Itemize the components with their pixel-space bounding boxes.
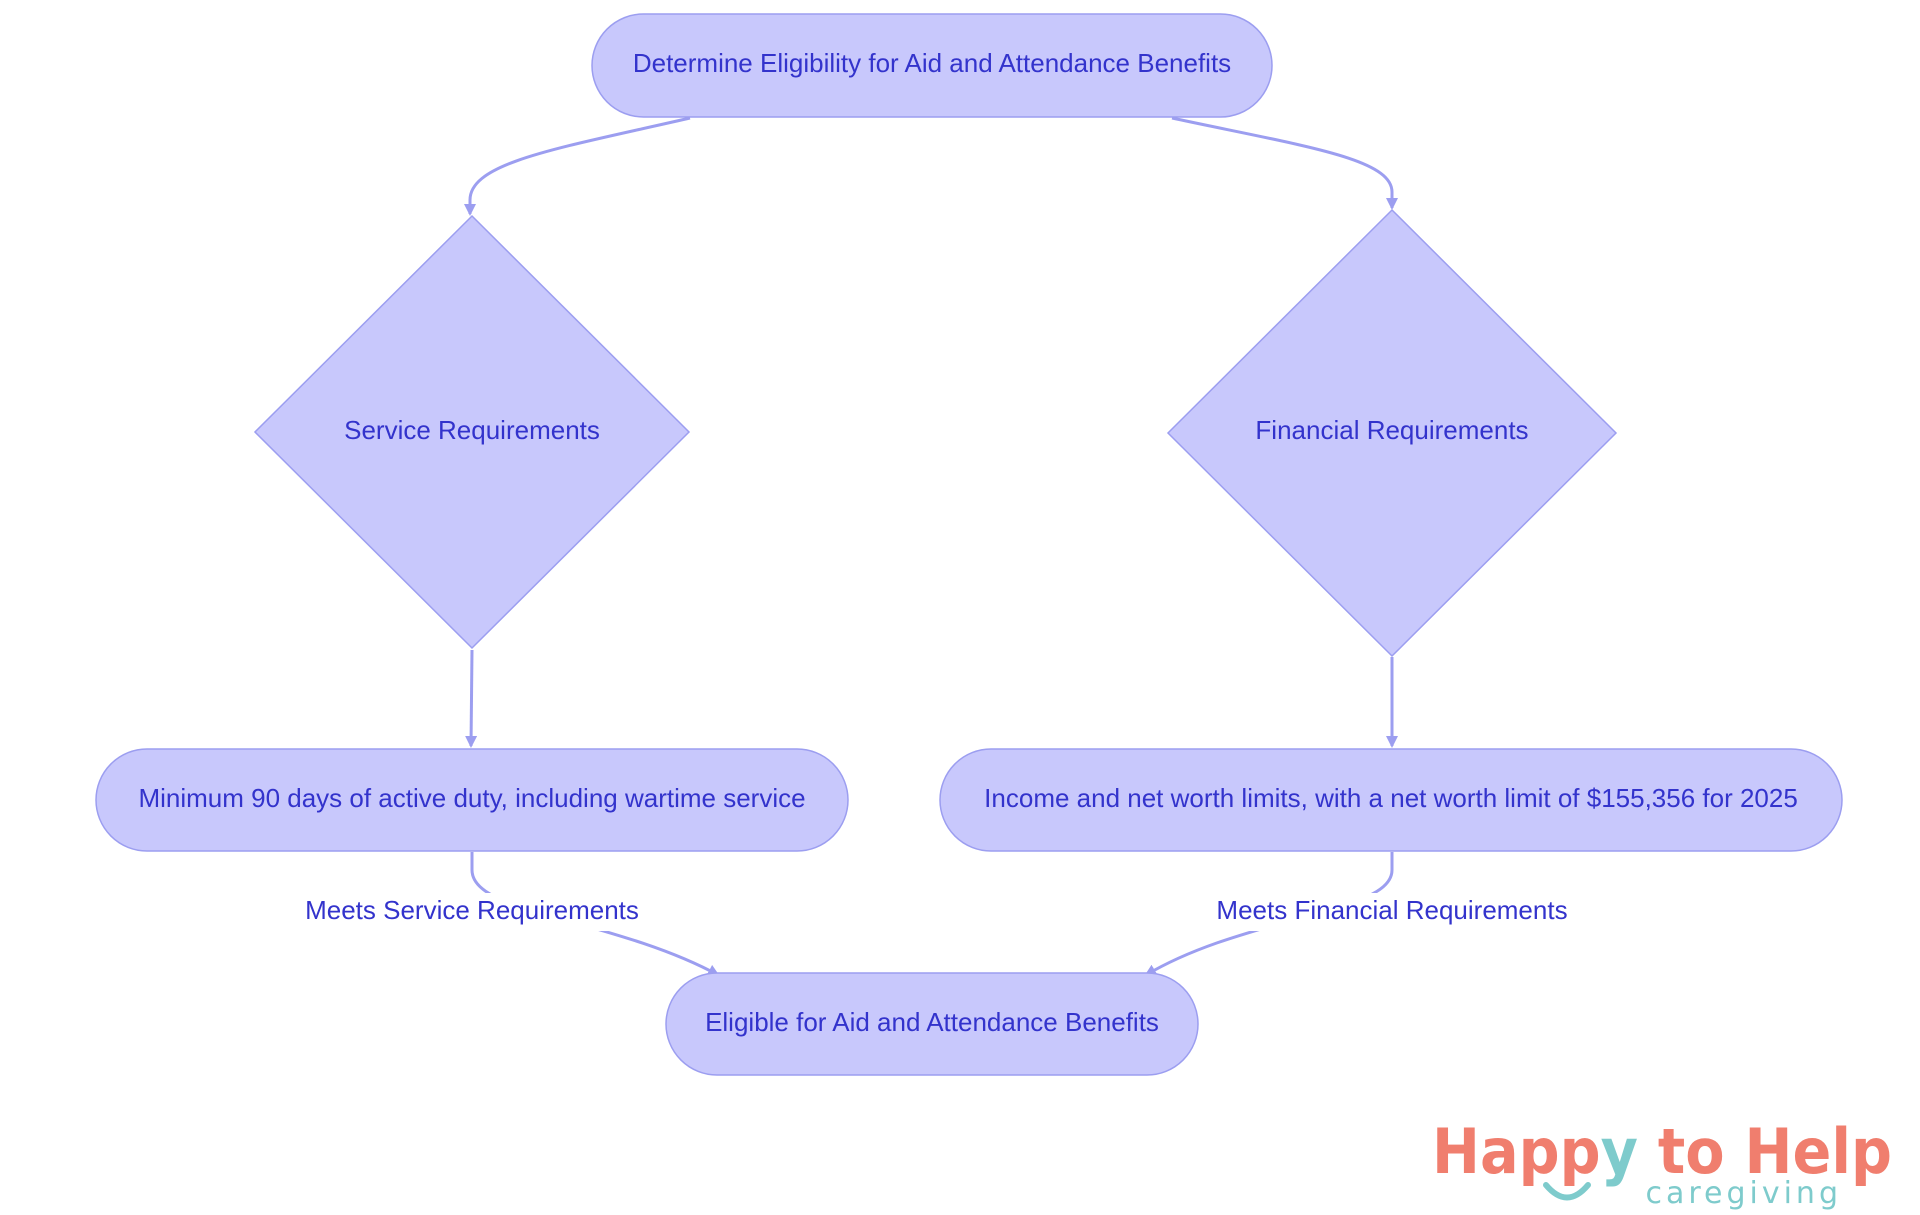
logo-title-part-2: to Help	[1638, 1115, 1892, 1188]
edge-start-to-service	[464, 116, 691, 216]
edge-start-to-financial	[1171, 116, 1398, 210]
edge-label-service: Meets Service Requirements	[305, 895, 639, 925]
node-financial-requirements-label: Financial Requirements	[1255, 415, 1528, 445]
logo-title-y: y	[1601, 1115, 1638, 1188]
node-service-requirements-shape	[253, 214, 691, 650]
node-eligible-shape	[665, 972, 1199, 1076]
node-eligible: Eligible for Aid and Attendance Benefits	[665, 972, 1199, 1076]
node-start-shape	[591, 13, 1273, 118]
node-eligible-label: Eligible for Aid and Attendance Benefits	[705, 1007, 1159, 1037]
logo-tagline: caregiving	[1645, 1176, 1842, 1211]
node-service-detail: Minimum 90 days of active duty, includin…	[95, 748, 849, 852]
edge-service-to-detail	[465, 649, 478, 748]
logo-title-part-1: Happ	[1432, 1115, 1601, 1188]
logo-smile-icon	[1543, 1182, 1591, 1201]
node-service-detail-shape	[95, 748, 849, 852]
node-financial-detail-label: Income and net worth limits, with a net …	[984, 783, 1798, 813]
edge-label-service-group: Meets Service Requirements	[300, 893, 644, 931]
node-service-detail-label: Minimum 90 days of active duty, includin…	[138, 783, 805, 813]
node-service-requirements-label: Service Requirements	[344, 415, 600, 445]
edge-label-financial-bg	[1212, 893, 1572, 931]
node-financial-detail: Income and net worth limits, with a net …	[939, 748, 1843, 852]
happy-to-help-logo: Happy to Help caregiving	[1432, 1115, 1892, 1211]
logo-title: Happy to Help	[1432, 1115, 1892, 1188]
edge-label-service-bg	[300, 893, 644, 931]
node-start-label: Determine Eligibility for Aid and Attend…	[633, 48, 1231, 78]
node-start: Determine Eligibility for Aid and Attend…	[591, 13, 1273, 118]
node-financial-requirements-shape	[1166, 208, 1618, 658]
node-financial-detail-shape	[939, 748, 1843, 852]
edge-label-financial-group: Meets Financial Requirements	[1212, 893, 1572, 931]
edge-label-financial: Meets Financial Requirements	[1216, 895, 1567, 925]
node-service-requirements: Service Requirements	[253, 214, 691, 650]
node-financial-requirements: Financial Requirements	[1166, 208, 1618, 658]
